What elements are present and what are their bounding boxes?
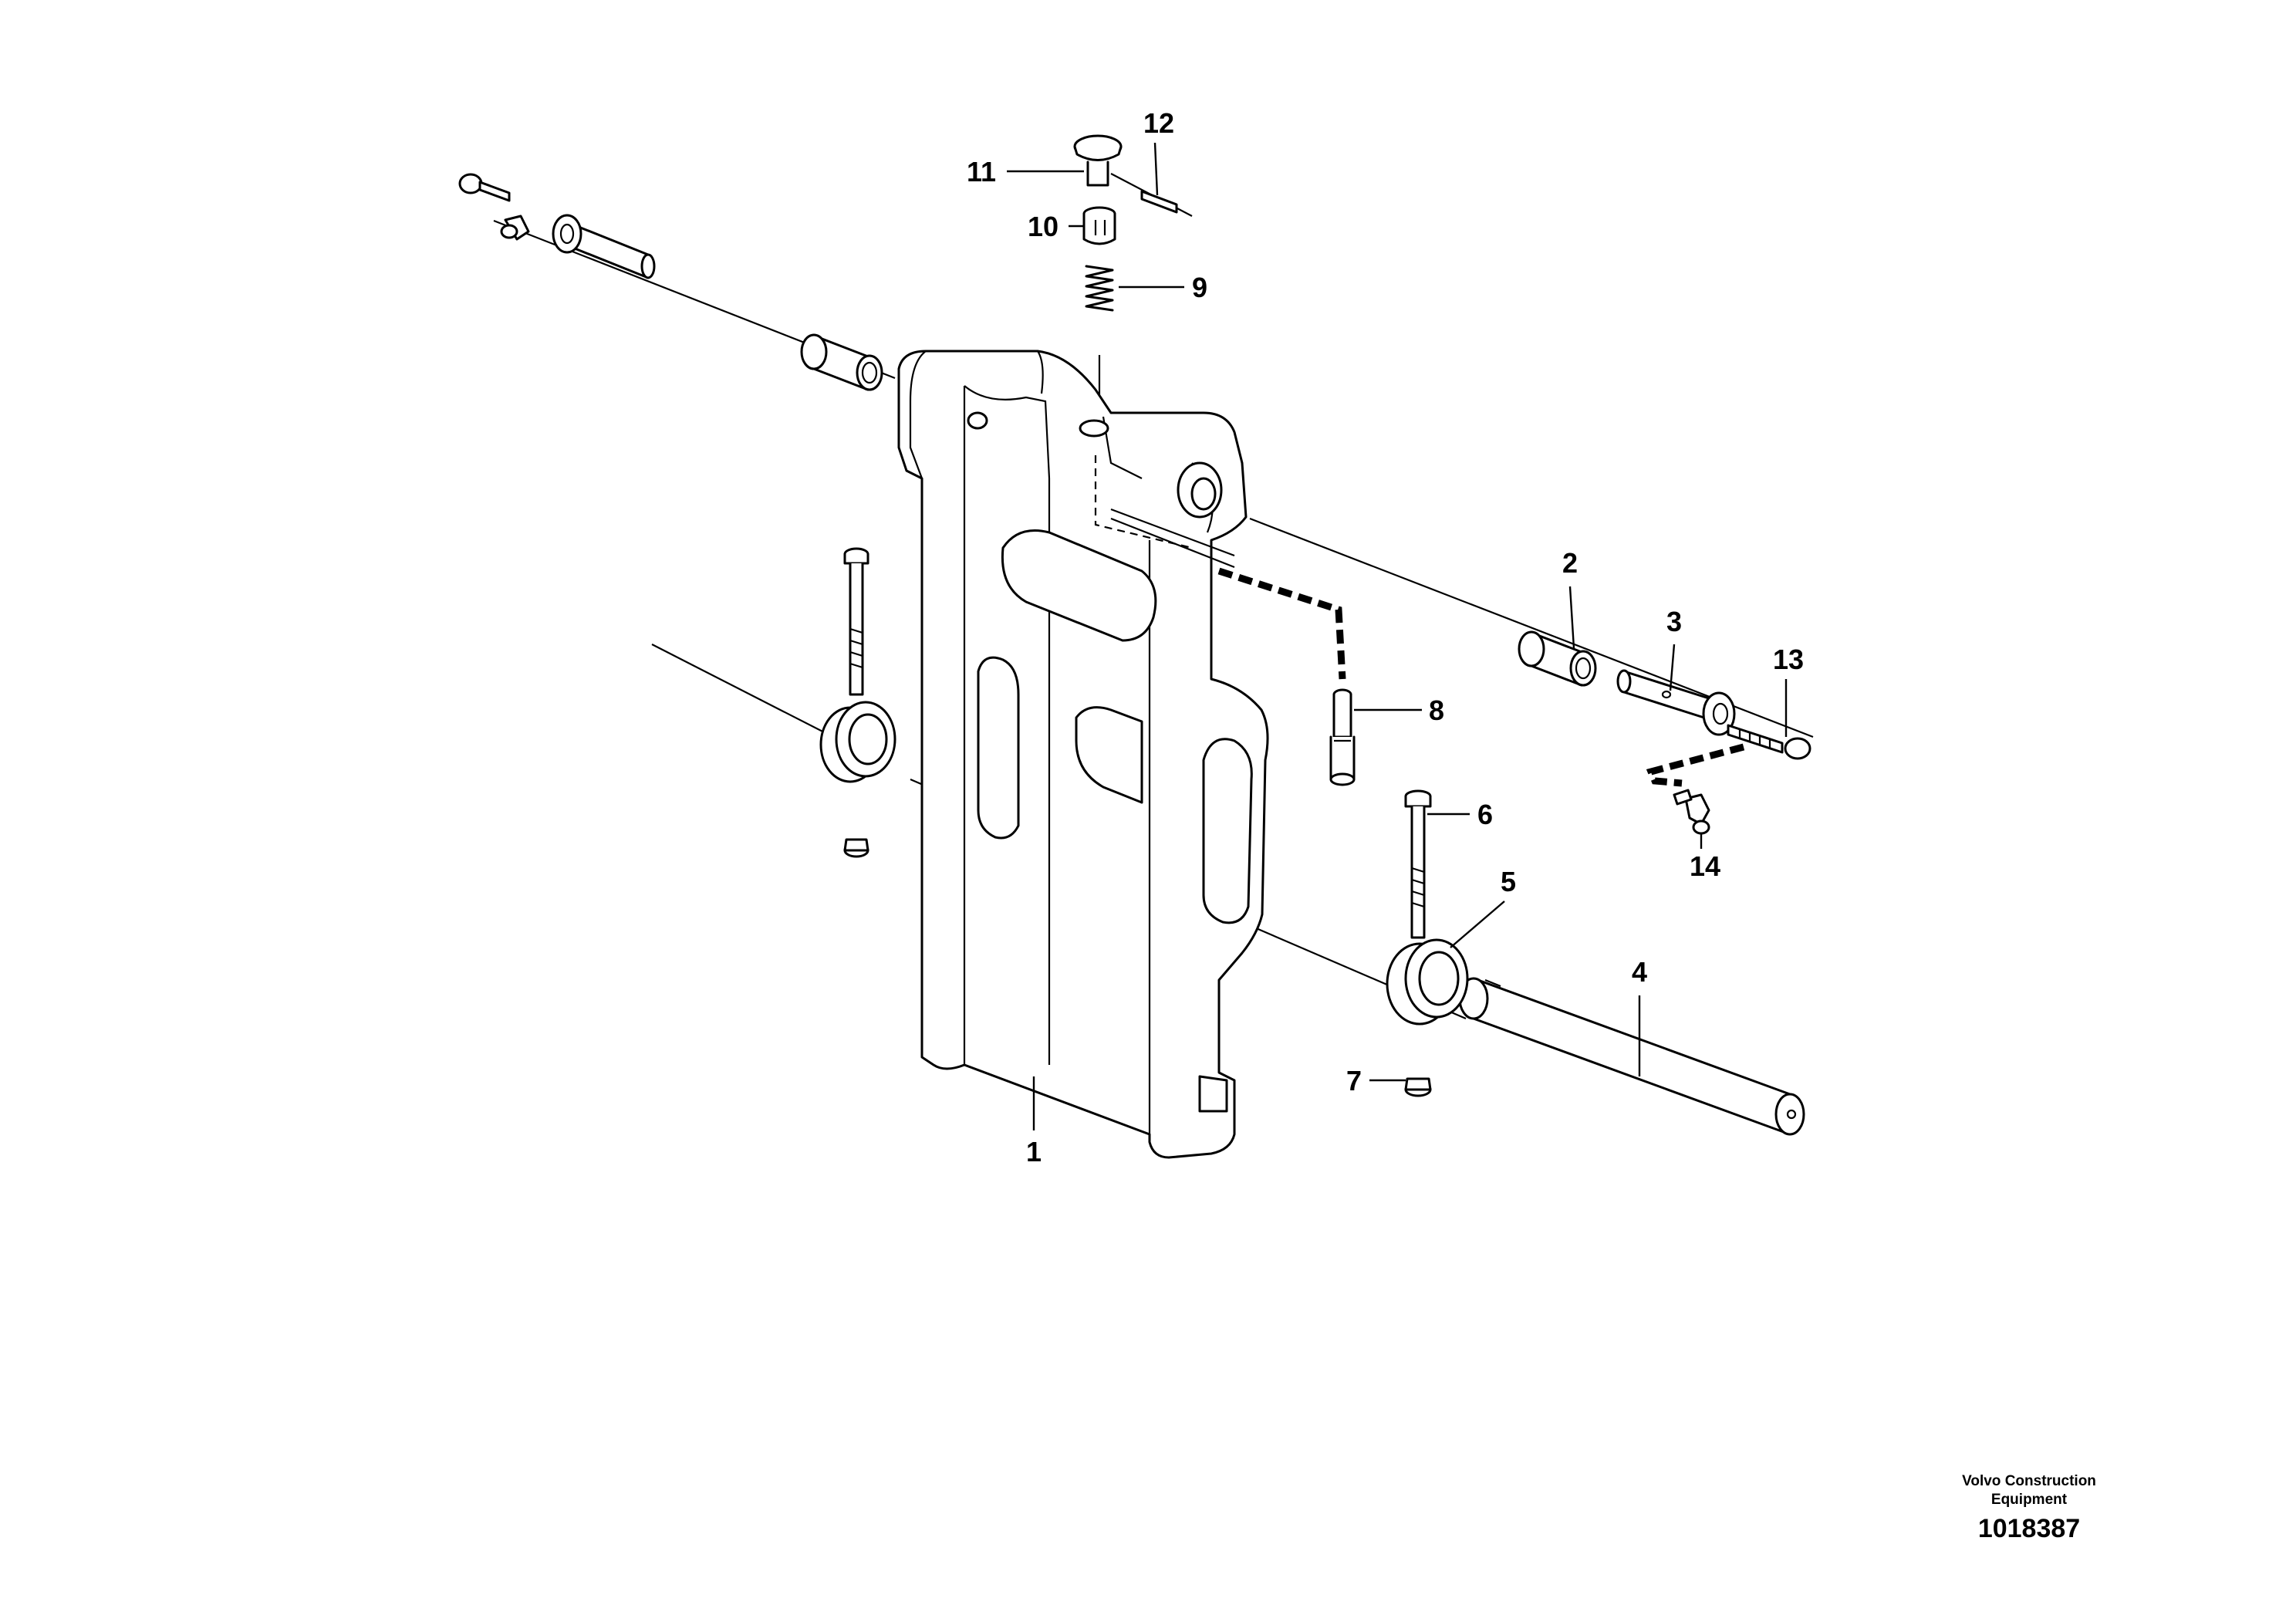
assembly-dashed-paths	[1217, 567, 1745, 787]
upper-left-shaft	[552, 214, 656, 279]
callout-5: 5	[1501, 866, 1516, 897]
part-6-bolt	[1404, 789, 1432, 939]
upper-left-grease-nipple	[500, 215, 530, 241]
company-name: Volvo Construction Equipment	[1913, 1472, 2145, 1509]
part-3-shaft	[1616, 669, 1736, 736]
part-4-pin	[1458, 977, 1805, 1136]
part-8-stepped-pin	[1329, 688, 1356, 786]
callout-1: 1	[1026, 1136, 1042, 1168]
callout-14: 14	[1690, 850, 1720, 882]
callout-4: 4	[1632, 956, 1647, 988]
callout-11: 11	[967, 156, 996, 188]
left-spacer-ring	[819, 701, 896, 783]
callout-3: 3	[1666, 606, 1682, 637]
part-11-knob	[1073, 134, 1123, 187]
callout-6: 6	[1477, 799, 1493, 830]
company-line-1: Volvo Construction	[1962, 1473, 2096, 1489]
callout-13: 13	[1773, 644, 1804, 675]
drawing-number: 1018387	[1977, 1514, 2081, 1543]
part-1-bracket-frame	[897, 350, 1269, 1159]
callout-2: 2	[1562, 547, 1578, 579]
left-nut	[843, 838, 869, 858]
part-13-bolt	[1727, 724, 1811, 760]
callout-12: 12	[1143, 107, 1174, 139]
company-line-2: Equipment	[1990, 1492, 2068, 1508]
part-7-nut	[1404, 1077, 1432, 1097]
part-12-split-pin	[1140, 190, 1178, 214]
upper-left-bolt	[458, 173, 511, 202]
part-9-spring	[1085, 265, 1114, 312]
part-2-bushing	[1518, 630, 1597, 687]
part-14-grease-nipple	[1673, 789, 1710, 835]
callout-9: 9	[1192, 272, 1207, 303]
leader-lines	[1007, 142, 1788, 1130]
upper-left-bushing	[800, 333, 883, 391]
left-bolt	[843, 547, 869, 696]
callout-10: 10	[1028, 211, 1059, 242]
callout-8: 8	[1429, 694, 1444, 726]
callout-labels: 1 2 3 4 5 6 7 8 9 10 11 12 13 14	[967, 107, 1804, 1168]
part-5-spacer-ring	[1386, 938, 1469, 1026]
callout-7: 7	[1346, 1065, 1362, 1097]
part-10-cap	[1082, 206, 1116, 245]
